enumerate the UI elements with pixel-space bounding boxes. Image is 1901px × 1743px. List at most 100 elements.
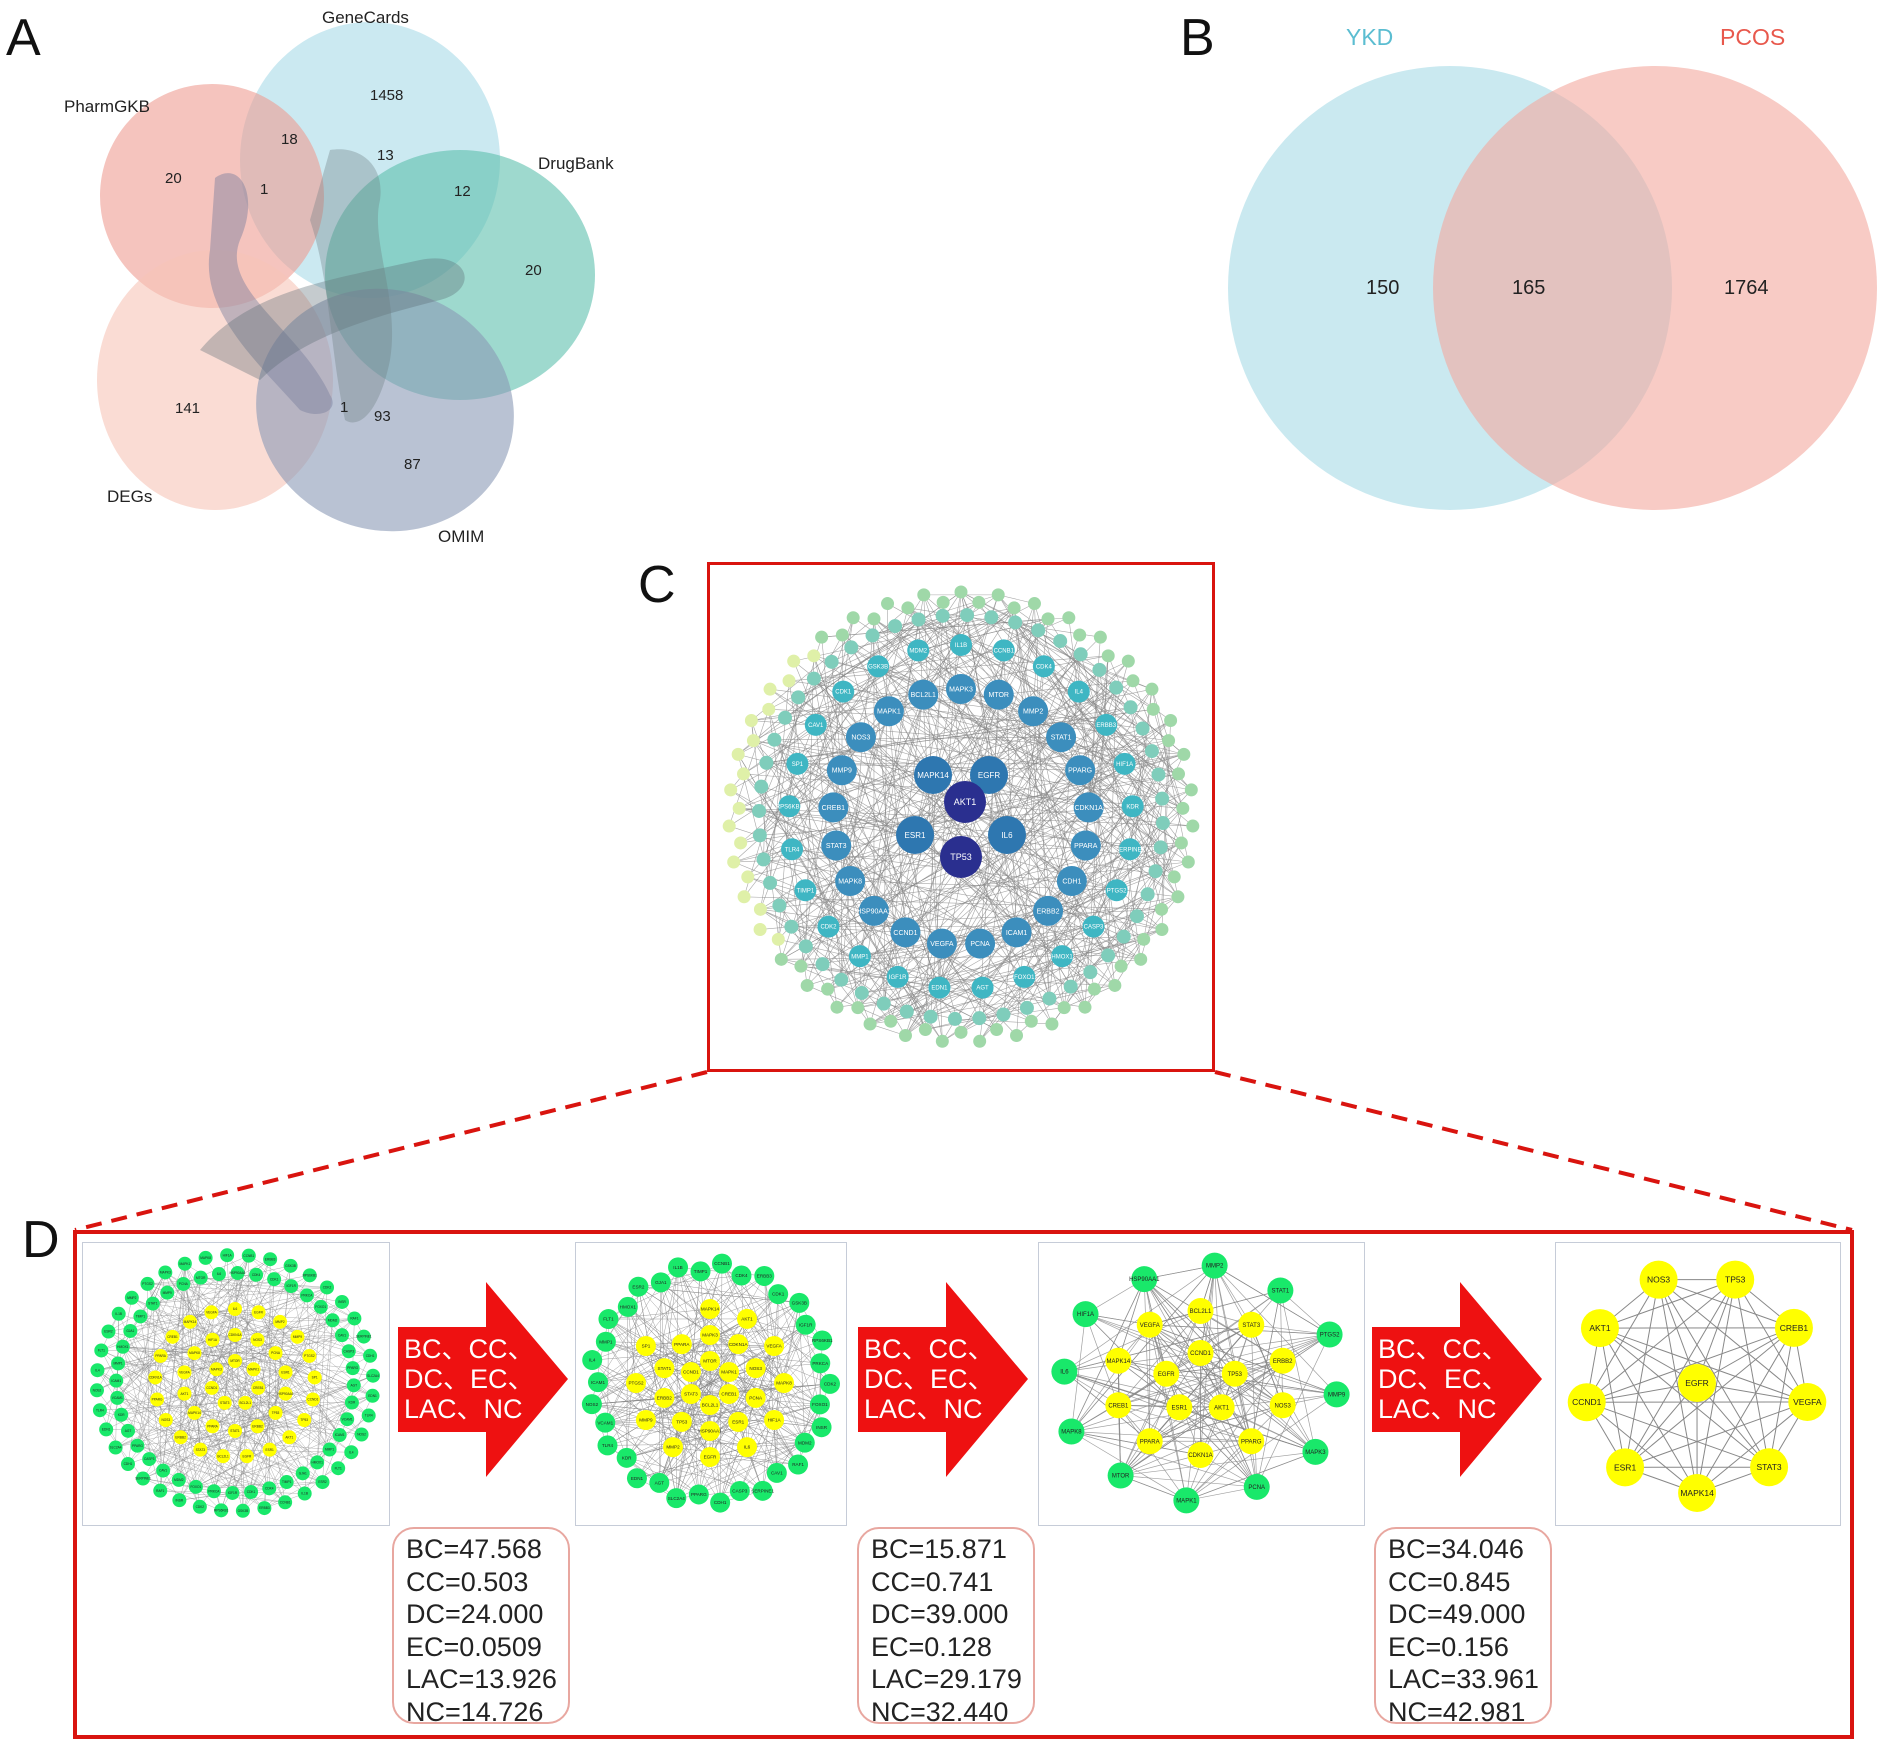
network-node-label: MTOR <box>230 1359 240 1363</box>
network-edge <box>914 594 999 836</box>
network-node <box>246 1362 261 1377</box>
network-node <box>628 1276 649 1297</box>
network-node <box>120 1457 135 1472</box>
network-node-label: IL1B <box>115 1312 122 1316</box>
network-edge <box>322 1320 333 1483</box>
network-edge <box>659 1282 662 1483</box>
network-node-label: MAPK1 <box>179 1262 190 1266</box>
network-node <box>315 1475 330 1490</box>
network-edge <box>178 1283 184 1480</box>
network-node <box>267 1272 282 1287</box>
network-node <box>940 836 982 878</box>
network-node-label: VEGFA <box>1140 1323 1160 1329</box>
network-node-label: IL6 <box>1060 1370 1069 1376</box>
network-node-label: CAV1 <box>808 723 824 729</box>
network-node <box>361 1408 376 1423</box>
network-edge <box>147 1283 310 1357</box>
filter-arrow-2: BC、CC、 DC、EC、 LAC、NC <box>858 1282 1028 1482</box>
network-node-label: TP53 <box>676 1419 687 1424</box>
network-node-label: NOS3 <box>1647 1275 1670 1285</box>
network-node <box>150 1392 165 1407</box>
network-edge <box>1003 650 1131 708</box>
stats-box-1: BC=47.568 CC=0.503 DC=24.000 EC=0.0509 L… <box>392 1527 570 1727</box>
network-edge <box>755 1368 805 1443</box>
network-node <box>899 1004 914 1019</box>
network-edge <box>237 1272 362 1435</box>
network-node <box>89 1383 104 1398</box>
network-edge <box>873 615 943 911</box>
network-node-label: AKT1 <box>1589 1323 1611 1333</box>
network-edge <box>137 1445 287 1483</box>
network-node-label: MMP1 <box>325 1448 334 1452</box>
network-node <box>177 1365 192 1380</box>
network-edge <box>96 1390 129 1431</box>
network-node <box>193 1270 208 1285</box>
network-edge <box>1250 1290 1281 1442</box>
network-node <box>873 696 904 727</box>
network-node-label: IGF1R <box>799 1322 813 1327</box>
stat-bc: BC=47.568 <box>406 1534 542 1564</box>
network-edge <box>822 807 1089 965</box>
network-edge <box>237 1272 270 1450</box>
network-node <box>737 890 751 904</box>
network-node-label: ESR1 <box>266 1448 275 1452</box>
network-node-label: NOS3 <box>253 1338 262 1342</box>
network-edge <box>1186 1360 1283 1501</box>
network-node <box>1144 744 1159 759</box>
network-node-label: TP53 <box>300 1418 308 1422</box>
network-node <box>344 1445 359 1460</box>
network-node <box>177 1386 192 1401</box>
network-edge <box>248 1255 349 1352</box>
network-node <box>774 952 788 966</box>
network-node-label: PPARA <box>1140 1439 1160 1445</box>
network-edge <box>1064 1371 1222 1408</box>
count-omim-only: 87 <box>404 456 421 473</box>
network-edge <box>997 594 1179 897</box>
network-node <box>1027 597 1041 611</box>
pharmgkb-label: PharmGKB <box>64 97 150 116</box>
network-node <box>278 1386 293 1401</box>
network-node-label: HIF1A <box>208 1338 218 1342</box>
network-edge <box>1071 1431 1257 1488</box>
network-node <box>1243 1473 1270 1500</box>
stat-dc: DC=39.000 <box>871 1599 1009 1629</box>
network-node-label: TP53 <box>272 1411 280 1415</box>
filter-arrow-1: BC、CC、 DC、EC、 LAC、NC <box>398 1282 568 1482</box>
network-edge <box>1151 750 1192 791</box>
network-node <box>1269 1347 1296 1374</box>
network-node-label: MAPK1 <box>1176 1499 1197 1505</box>
network-node <box>819 1373 840 1394</box>
network-node <box>1007 601 1021 615</box>
network-edge <box>605 1422 699 1495</box>
network-node-label: VEGFA <box>1793 1397 1822 1407</box>
network-edge <box>905 847 1161 1036</box>
network-node <box>1221 1360 1248 1387</box>
network-node <box>1174 836 1188 850</box>
network-edge <box>806 660 1129 986</box>
degs-label: DEGs <box>107 487 152 506</box>
network-edge <box>869 594 999 1025</box>
panel-d-letter: D <box>22 1211 60 1269</box>
network-edge <box>979 694 1000 1019</box>
network-edge <box>764 1275 785 1384</box>
network-node <box>858 895 889 926</box>
stat-dc: DC=24.000 <box>406 1599 544 1629</box>
network-node-label: MAPK3 <box>949 686 973 693</box>
network-node <box>1113 752 1136 775</box>
network-node-label: EGFR <box>1158 1372 1175 1378</box>
stat-nc: NC=42.981 <box>1388 1696 1526 1727</box>
network-node <box>863 1017 877 1031</box>
network-node <box>193 1442 208 1457</box>
network-edge <box>275 1334 343 1354</box>
network-node-label: GSK3B <box>792 1300 807 1305</box>
network-node-label: CDH1 <box>1062 878 1081 885</box>
network-node <box>1073 647 1088 662</box>
network-node <box>807 649 821 663</box>
network-edge <box>605 1422 711 1432</box>
network-edge <box>180 1437 330 1450</box>
network-node <box>1105 1392 1132 1419</box>
network-node <box>832 680 855 703</box>
network-node <box>1118 838 1141 861</box>
